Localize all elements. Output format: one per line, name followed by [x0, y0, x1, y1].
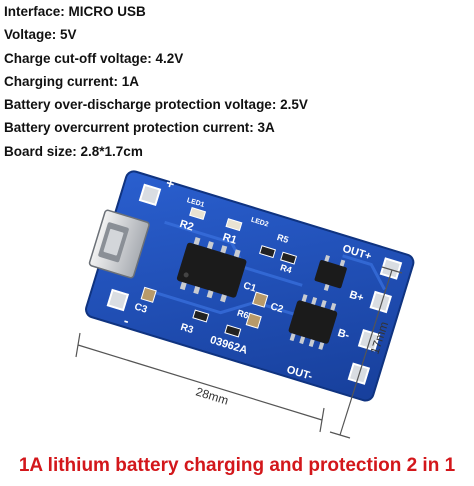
- width-label: 28mm: [194, 384, 230, 407]
- silk-led2: LED2: [250, 217, 269, 229]
- spec-charge-cutoff-voltage: Charge cut-off voltage: 4.2V: [4, 50, 184, 66]
- spec-interface: Interface: MICRO USB: [4, 4, 146, 19]
- protection-ic-chip: [288, 294, 338, 350]
- silk-r2: R2: [178, 218, 195, 234]
- pad-out-plus: [379, 257, 403, 280]
- spec-board-size: Board size: 2.8*1.7cm: [4, 143, 143, 159]
- silk-r4: R4: [279, 262, 293, 275]
- silk-r5: R5: [276, 232, 290, 245]
- pad-plus-input: [138, 183, 162, 207]
- silk-b-plus: B+: [348, 289, 365, 305]
- spec-voltage: Voltage: 5V: [4, 27, 77, 43]
- silk-r6: R6: [236, 308, 250, 321]
- silk-r1: R1: [221, 231, 238, 247]
- spec-overcurrent: Battery overcurrent protection current: …: [4, 120, 275, 136]
- silk-r3: R3: [179, 322, 195, 336]
- silk-b-minus: B-: [336, 327, 351, 342]
- caption-title: 1A lithium battery charging and protecti…: [18, 455, 456, 476]
- smd-components: [140, 207, 298, 338]
- silk-c1: C1: [242, 280, 258, 294]
- product-photo: + - LED1 LED2 R2 R1 R5 C1 C2 R6 C3 R3 R4…: [75, 170, 415, 439]
- pad-b-minus: [357, 328, 381, 352]
- silk-c2: C2: [269, 301, 285, 315]
- specifications-list: Interface: MICRO USB Voltage: 5V Charge …: [4, 0, 464, 163]
- micro-usb-connector: [88, 209, 150, 279]
- pad-b-plus: [369, 290, 392, 314]
- spec-charging-current: Charging current: 1A: [4, 73, 140, 89]
- transistor-chip: [314, 254, 347, 291]
- silk-c3: C3: [133, 301, 149, 315]
- silk-led1: LED1: [186, 197, 205, 209]
- pcb-board: + - LED1 LED2 R2 R1 R5 C1 C2 R6 C3 R3 R4…: [85, 170, 415, 402]
- charger-ic-chip: [176, 237, 247, 303]
- silk-minus: -: [122, 312, 131, 329]
- pad-minus-input: [106, 288, 130, 312]
- spec-over-discharge-voltage: Battery over-discharge protection voltag…: [4, 97, 308, 113]
